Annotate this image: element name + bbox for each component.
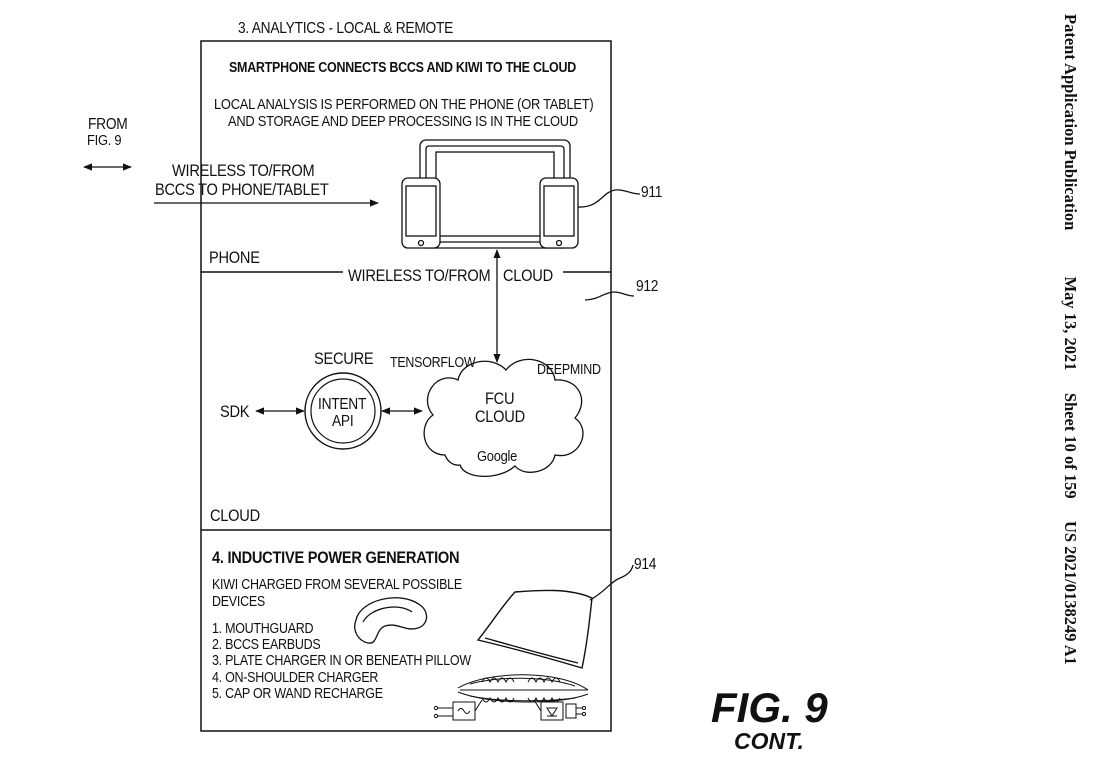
section3-desc-line1: LOCAL ANALYSIS IS PERFORMED ON THE PHONE… bbox=[214, 96, 594, 113]
ref-911: 911 bbox=[641, 184, 663, 201]
ref-912: 912 bbox=[636, 278, 659, 295]
header-number: US 2021/0138249 A1 bbox=[1061, 520, 1080, 665]
phone-tablet-icon bbox=[401, 139, 579, 249]
patent-header: Patent Application Publication May 13, 2… bbox=[1060, 14, 1080, 665]
cloud-word-label: CLOUD bbox=[503, 266, 553, 285]
section4-desc-line1: KIWI CHARGED FROM SEVERAL POSSIBLE bbox=[212, 577, 462, 593]
header-date: May 13, 2021 bbox=[1061, 276, 1080, 371]
wireless-phone-line1: WIRELESS TO/FROM bbox=[172, 161, 315, 180]
header-sheet: Sheet 10 of 159 bbox=[1061, 392, 1080, 499]
from-line1: FROM bbox=[88, 116, 128, 133]
section4-item-3: 3. PLATE CHARGER IN OR BENEATH PILLOW bbox=[212, 653, 471, 669]
leader-911 bbox=[577, 189, 641, 208]
google-label: Google bbox=[477, 448, 518, 465]
fcu-cloud-shape bbox=[423, 358, 584, 477]
header-publication: Patent Application Publication bbox=[1061, 14, 1080, 231]
intent-api-outer-circle bbox=[304, 372, 382, 450]
coil-diagram bbox=[433, 674, 589, 721]
main-box bbox=[200, 40, 612, 732]
section4-item-5: 5. CAP OR WAND RECHARGE bbox=[212, 686, 383, 702]
tensorflow-label: TENSORFLOW bbox=[390, 355, 476, 371]
section3-heading: SMARTPHONE CONNECTS BCCS AND KIWI TO THE… bbox=[229, 60, 576, 76]
section4-item-4: 4. ON-SHOULDER CHARGER bbox=[212, 670, 379, 686]
intent-line2: API bbox=[332, 413, 354, 430]
figure-label: FIG. 9 bbox=[711, 684, 828, 731]
fcu-line1: FCU bbox=[485, 389, 515, 408]
section3-desc-line2: AND STORAGE AND DEEP PROCESSING IS IN TH… bbox=[228, 113, 578, 130]
wireless-phone-line2: BCCS TO PHONE/TABLET bbox=[155, 180, 329, 199]
deepmind-label: DEEPMIND bbox=[537, 362, 601, 378]
figure-cont: CONT. bbox=[734, 728, 804, 754]
pillow-icon bbox=[476, 589, 593, 669]
mouthguard-icon bbox=[354, 597, 428, 644]
intent-api-inner-circle bbox=[310, 378, 376, 444]
secure-label: SECURE bbox=[314, 349, 374, 368]
section3-title: 3. ANALYTICS - LOCAL & REMOTE bbox=[238, 20, 454, 37]
section4-item-2: 2. BCCS EARBUDS bbox=[212, 637, 321, 653]
from-line2: FIG. 9 bbox=[87, 132, 122, 149]
leader-912 bbox=[584, 291, 635, 301]
ref-914: 914 bbox=[634, 556, 657, 573]
leader-914 bbox=[589, 564, 634, 601]
wireless-cloud-label: WIRELESS TO/FROM bbox=[348, 266, 491, 285]
sdk-label: SDK bbox=[220, 402, 250, 421]
cloud-section-label: CLOUD bbox=[210, 506, 260, 525]
section4-item-1: 1. MOUTHGUARD bbox=[212, 621, 314, 637]
section4-title: 4. INDUCTIVE POWER GENERATION bbox=[212, 548, 460, 567]
intent-line1: INTENT bbox=[318, 396, 367, 413]
fcu-line2: CLOUD bbox=[475, 407, 525, 426]
phone-label: PHONE bbox=[209, 248, 260, 267]
section4-desc-line2: DEVICES bbox=[212, 594, 265, 610]
